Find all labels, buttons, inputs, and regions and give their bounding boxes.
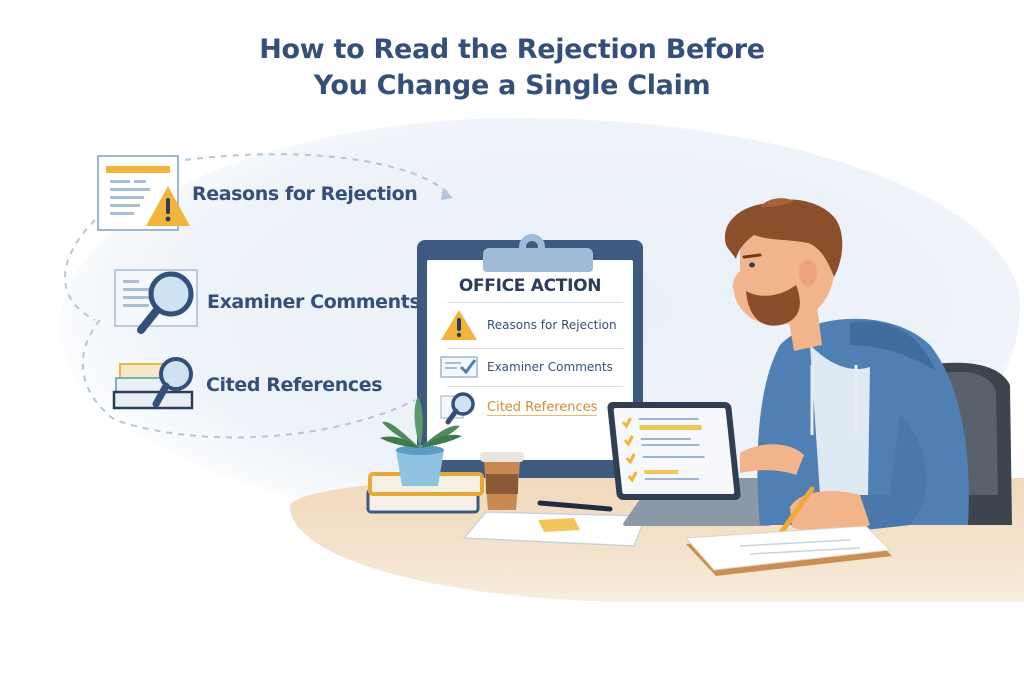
laptop: [606, 402, 742, 500]
side-item-examiner-comments: Examiner Comments: [113, 266, 421, 338]
divider: [447, 302, 623, 303]
clipboard-row-label: Cited References: [487, 400, 598, 416]
checklist-screen-icon: [621, 417, 705, 483]
dashed-flow-arrow: [64, 153, 453, 439]
office-action-heading: OFFICE ACTION: [458, 276, 602, 296]
pen-icon: [537, 500, 613, 512]
pencil-icon: [775, 486, 815, 540]
divider: [447, 386, 623, 387]
side-item-label: Cited References: [206, 374, 383, 396]
books-magnifier-icon: [112, 357, 194, 410]
potted-plant-icon: [380, 396, 462, 486]
checklist-icon: [440, 356, 478, 378]
desk-items: [366, 396, 648, 547]
title-line-2: You Change a Single Claim: [313, 70, 711, 101]
laptop-screen: [613, 408, 735, 494]
person-at-desk-illustration: [724, 198, 1012, 540]
warning-icon: [441, 310, 477, 340]
document-magnifier-icon: [114, 269, 198, 334]
clipboard-row-reasons: Reasons for Rejection: [439, 308, 633, 342]
clipboard-row-label: Examiner Comments: [487, 360, 613, 374]
page-title: How to Read the Rejection Before You Cha…: [0, 32, 1024, 104]
magnifier-icon: [440, 392, 475, 425]
side-item-label: Reasons for Rejection: [192, 183, 418, 205]
coffee-cup-icon: [480, 452, 524, 510]
writing-notepad-icon: [684, 525, 892, 576]
side-item-reasons-for-rejection: Reasons for Rejection: [96, 154, 418, 234]
clipboard-clip: [483, 248, 593, 272]
hair: [724, 199, 843, 277]
side-item-cited-references: Cited References: [112, 356, 383, 414]
clipboard-row-cited: Cited References: [439, 390, 633, 426]
document-warning-icon: [97, 155, 190, 231]
side-item-label: Examiner Comments: [207, 291, 421, 313]
hand: [790, 491, 870, 533]
clipboard-row-label: Reasons for Rejection: [487, 318, 617, 332]
clipboard-row-examiner: Examiner Comments: [439, 354, 633, 380]
spiral-notebook-icon: [462, 511, 648, 547]
divider: [447, 348, 623, 349]
title-line-1: How to Read the Rejection Before: [259, 34, 765, 65]
